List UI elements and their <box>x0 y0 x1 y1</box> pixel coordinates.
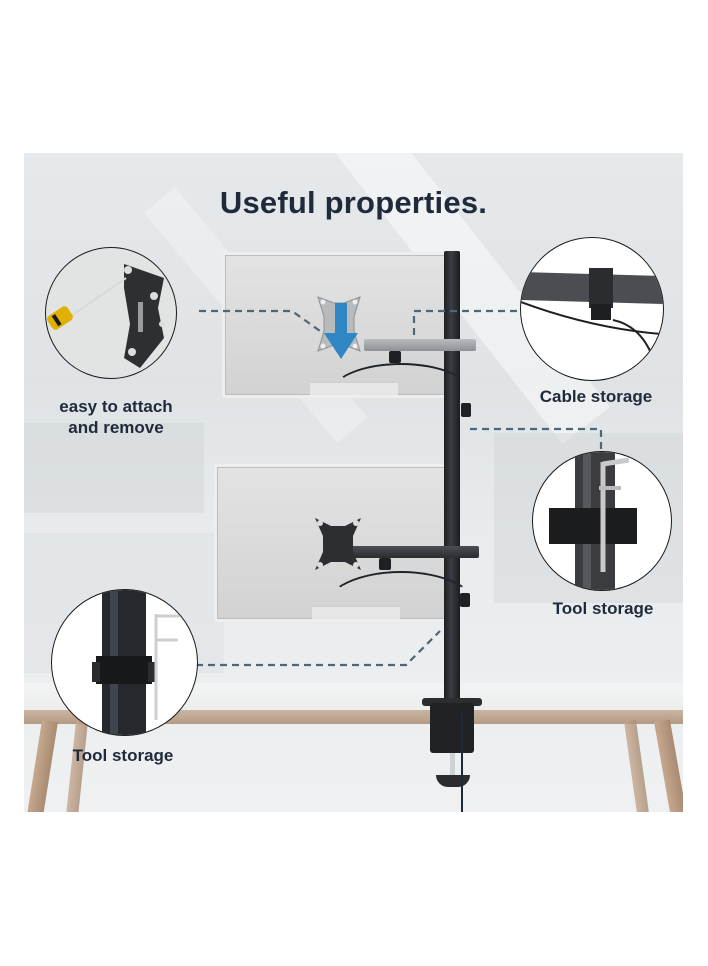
callout-attach-label-line2: and remove <box>68 418 164 437</box>
desk-clamp <box>430 703 474 753</box>
down-arrow-icon <box>324 303 358 359</box>
upper-arm <box>364 339 476 351</box>
vesa-screwdriver-icon <box>47 264 165 368</box>
callout-attach-label: easy to attach and remove <box>38 396 194 438</box>
product-photo: Useful properties. <box>24 153 683 812</box>
bg-window <box>24 423 204 513</box>
callout-tool-left-circle <box>51 589 198 736</box>
leader-lines <box>196 309 603 667</box>
lower-arm <box>342 546 479 558</box>
callout-tool-right-label: Tool storage <box>552 599 654 618</box>
clamp-screw <box>450 753 455 775</box>
vesa-plate-icon <box>315 518 361 570</box>
cable <box>329 363 473 427</box>
page-title: Useful properties. <box>219 185 488 220</box>
cable-clip <box>389 351 401 363</box>
callout-tool-left-label: Tool storage <box>72 746 174 765</box>
callout-tool-right-circle <box>532 451 672 591</box>
cable <box>461 713 463 812</box>
pole-allen-key-icon <box>549 452 637 590</box>
cable <box>324 571 478 645</box>
clamp-top-plate <box>422 698 482 706</box>
callout-attach-label-line1: easy to attach <box>59 397 173 416</box>
callout-cable-label: Cable storage <box>539 387 653 406</box>
pole-allen-key-icon <box>92 590 182 735</box>
callout-cable-circle <box>520 237 664 381</box>
desk-edge <box>24 710 683 724</box>
arm-cable-clip-icon <box>521 268 663 359</box>
cable-clip <box>379 558 391 570</box>
callout-attach-circle <box>45 247 177 379</box>
pole-clip <box>461 403 471 417</box>
